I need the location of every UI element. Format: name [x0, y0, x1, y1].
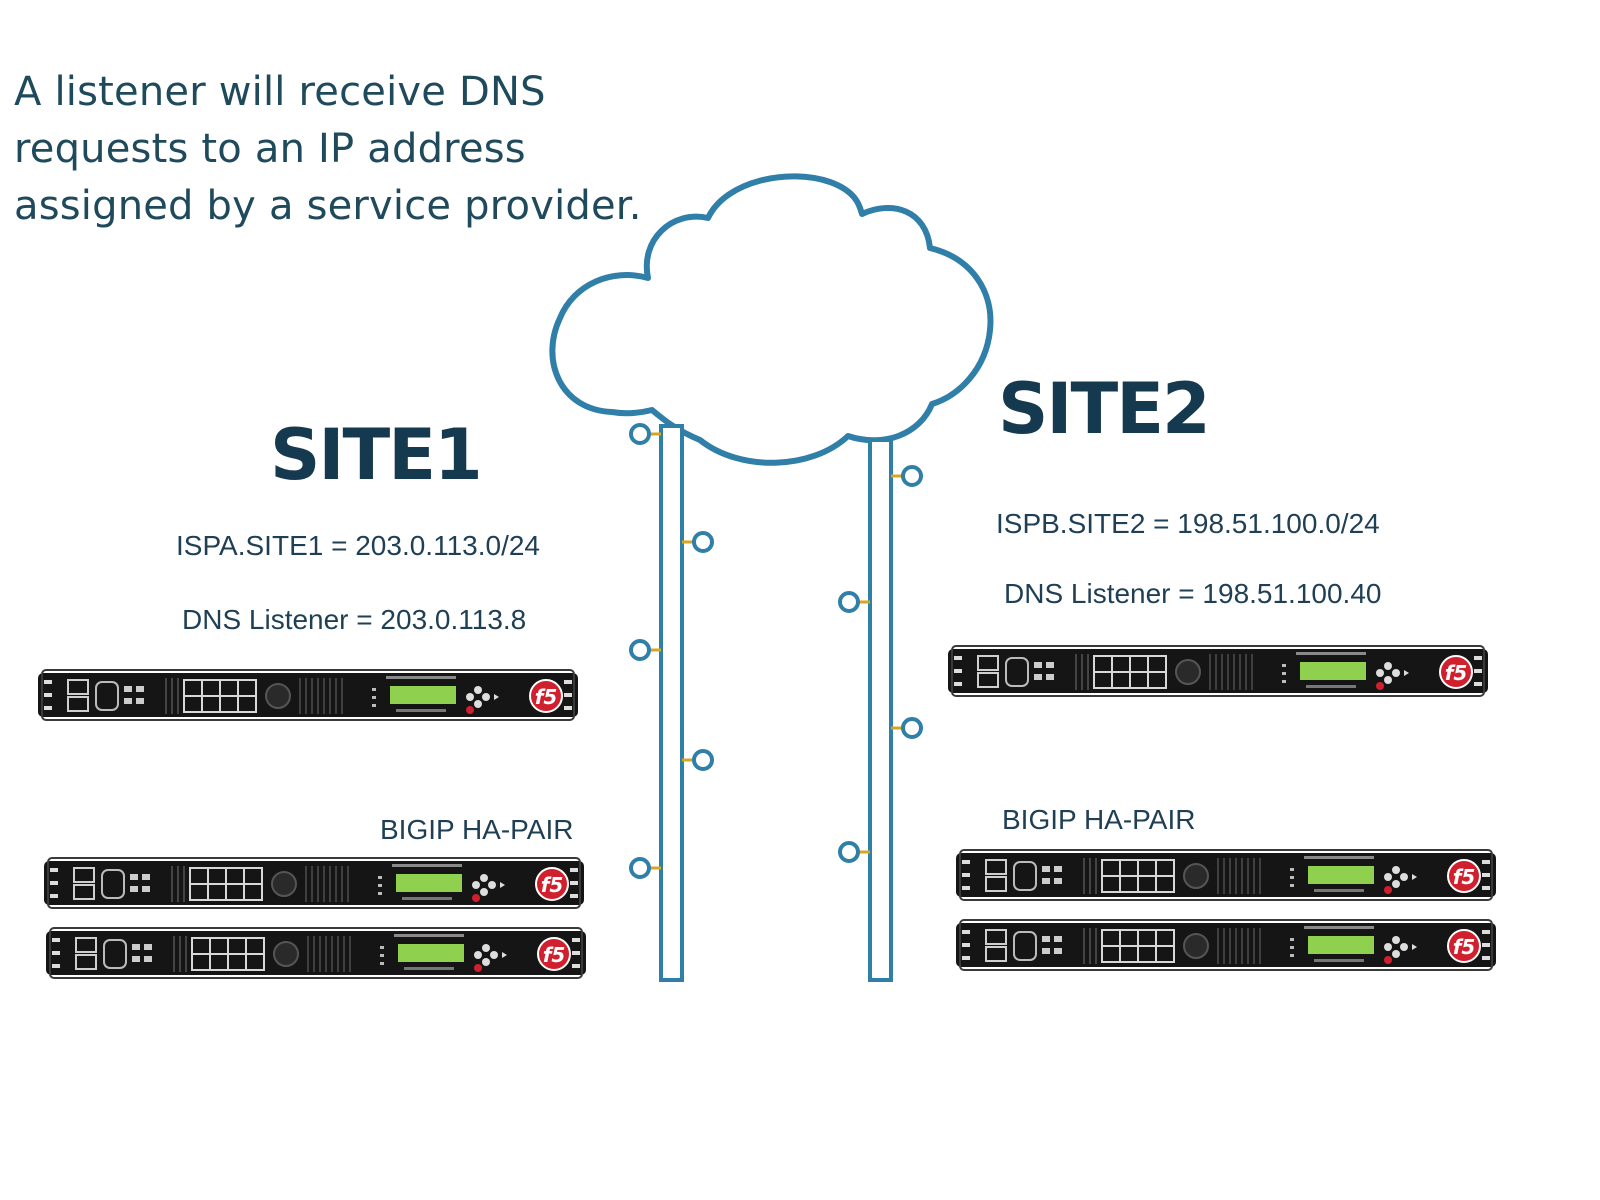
site1-ha-device-2: f5 [45, 927, 587, 979]
f5-logo-icon [529, 679, 563, 713]
site2-ha-device-1: f5 [955, 849, 1497, 901]
site1-ha-pair-label: BIGIP HA-PAIR [380, 814, 574, 845]
f5-logo-text: f5 [541, 873, 564, 897]
site2-dns-listener-label: DNS Listener = 198.51.100.40 [1004, 578, 1382, 609]
site1-ha-device-1: f5 [43, 857, 585, 909]
f5-logo-text: f5 [1445, 661, 1468, 685]
f5-logo-text: f5 [543, 943, 566, 967]
f5-logo-icon [1439, 655, 1473, 689]
site2-ha-pair-label: BIGIP HA-PAIR [1002, 804, 1196, 835]
f5-logo-text: f5 [1453, 935, 1476, 959]
site1-dns-listener-label: DNS Listener = 203.0.113.8 [182, 604, 527, 635]
f5-logo-icon [1447, 859, 1481, 893]
f5-logo-text: f5 [535, 685, 558, 709]
internet-cloud [549, 173, 994, 466]
f5-logo-icon [535, 867, 569, 901]
f5-logo-text: f5 [1453, 865, 1476, 889]
site1-network-label: ISPA.SITE1 = 203.0.113.0/24 [176, 530, 540, 561]
site1-dns-listener-device: f5 [37, 669, 579, 721]
headline-line-1: A listener will receive DNS [14, 69, 546, 115]
site2-network-label: ISPB.SITE2 = 198.51.100.0/24 [996, 508, 1380, 539]
headline: A listener will receive DNS requests to … [14, 64, 694, 235]
site2-ha-device-2: f5 [955, 919, 1497, 971]
headline-line-2: requests to an IP address [14, 126, 526, 172]
site1-title: SITE1 [270, 414, 483, 496]
uplink-site2 [838, 438, 923, 982]
f5-logo-icon [1447, 929, 1481, 963]
site2-dns-listener-device: f5 [947, 645, 1489, 697]
f5-logo-icon [537, 937, 571, 971]
uplink-site1 [629, 423, 714, 982]
site2-title: SITE2 [998, 368, 1211, 450]
headline-line-3: assigned by a service provider. [14, 183, 642, 229]
